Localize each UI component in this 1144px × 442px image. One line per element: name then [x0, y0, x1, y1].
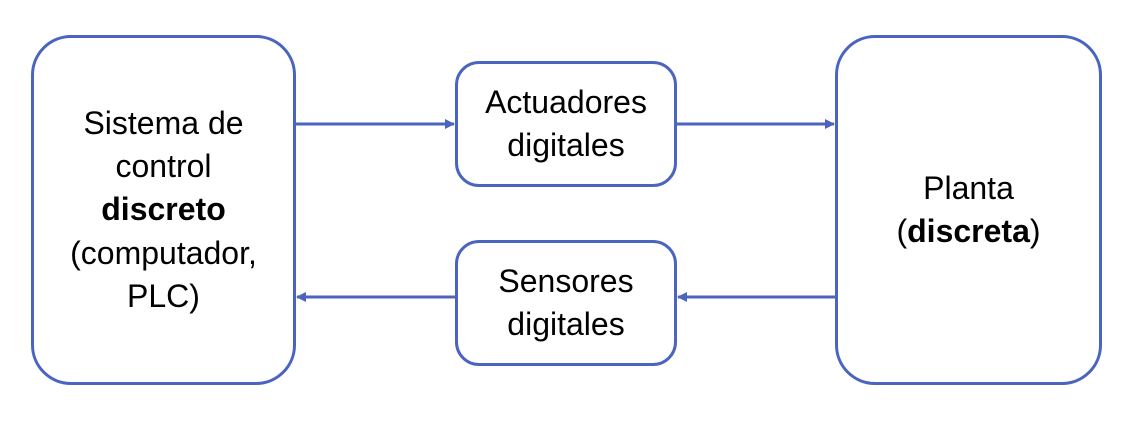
- control-system-box: Sistema de control discreto (computador,…: [31, 35, 296, 385]
- plant-label: Planta (discreta): [896, 167, 1040, 253]
- control-system-label: Sistema de control discreto (computador,…: [70, 102, 257, 318]
- sensors-line-2: digitales: [507, 306, 625, 342]
- plant-open-paren: (: [896, 213, 908, 249]
- actuators-line-2: digitales: [507, 127, 625, 163]
- plant-close-paren: ): [1029, 213, 1041, 249]
- control-system-line-4: (computador,: [70, 234, 257, 271]
- actuators-label: Actuadores digitales: [485, 81, 647, 167]
- plant-bold-word: discreta: [907, 213, 1030, 249]
- plant-line-2: (discreta): [896, 210, 1040, 253]
- control-system-line-2: control: [115, 148, 212, 185]
- plant-line-1: Planta: [923, 169, 1014, 206]
- actuators-box: Actuadores digitales: [455, 61, 677, 187]
- sensors-line-1: Sensores: [498, 262, 634, 299]
- sensors-label: Sensores digitales: [498, 260, 633, 346]
- control-system-line-5: PLC): [127, 277, 200, 314]
- control-system-bold-word: discreto: [101, 191, 226, 228]
- sensors-box: Sensores digitales: [455, 240, 677, 366]
- actuators-line-1: Actuadores: [485, 83, 647, 120]
- control-system-line-3: discreto: [70, 188, 257, 231]
- control-system-line-1: Sistema de: [83, 105, 244, 142]
- plant-box: Planta (discreta): [835, 35, 1102, 385]
